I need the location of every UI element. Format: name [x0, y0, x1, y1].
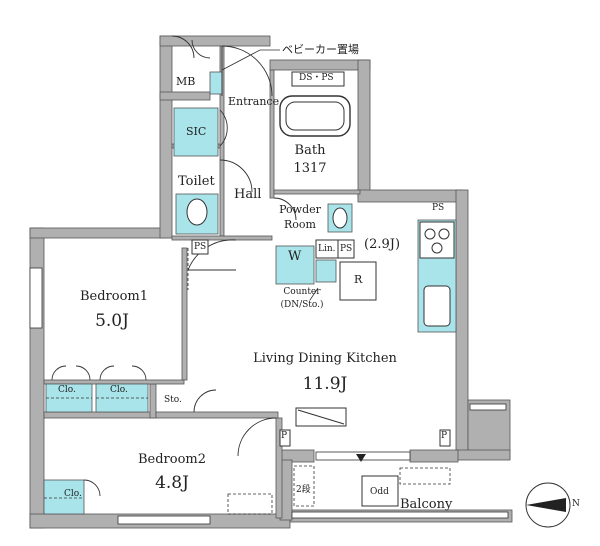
dashed-lines: [44, 248, 451, 515]
pipe-right-label: P: [441, 431, 448, 441]
outdoor-unit: [361, 475, 399, 507]
bathtub: [279, 95, 351, 137]
powder-basin: [332, 207, 348, 229]
north-compass-icon: [525, 482, 571, 528]
bedroom1-size-label: 5.0J: [95, 311, 129, 331]
entry-marker: [356, 454, 366, 462]
pipe-left-label: P: [281, 431, 288, 441]
ps-top-right-label: PS: [432, 203, 445, 213]
pipe-box-left: [279, 429, 291, 447]
nidan-label: 2段: [296, 485, 311, 495]
mb-label: MB: [176, 75, 196, 88]
bath-size-label: 1317: [293, 161, 327, 176]
north-label: N: [572, 499, 580, 509]
balcony-label: Balcony: [400, 497, 453, 512]
bath-label: Bath: [294, 143, 326, 158]
ds-ps-box: [291, 71, 345, 87]
outdoor-unit-label: Odd: [370, 487, 389, 497]
ldk-size-label: 11.9J: [302, 374, 348, 394]
stroller-storage-label: ベビーカー置場: [282, 43, 359, 56]
ps-hall-label: PS: [194, 242, 207, 252]
counter-label-2: (DN/Sto.): [280, 300, 324, 310]
bedroom1-label: Bedroom1: [79, 289, 149, 304]
hall-label: Hall: [234, 187, 262, 202]
toilet-label: Toilet: [178, 174, 215, 189]
refrigerator-label: R: [354, 273, 363, 286]
ps-lin-label: PS: [340, 244, 353, 254]
pipe-box-right: [439, 429, 451, 447]
lin-label: Lin.: [318, 244, 336, 254]
closet3-label: Clo.: [64, 489, 82, 499]
stove: [419, 221, 455, 259]
ds-ps-label: DS・PS: [299, 73, 334, 83]
ps-box-hall: [191, 239, 209, 255]
ldk-label: Living Dining Kitchen: [253, 351, 397, 366]
powder-room-label-1: Powder: [279, 203, 321, 216]
toilet-bowl: [186, 198, 208, 226]
stroller-leader: [221, 49, 280, 71]
refrigerator-box: [339, 261, 377, 301]
walls: [29, 35, 513, 529]
bedroom2-size-label: 4.8J: [155, 473, 189, 493]
entrance-label: Entrance: [228, 95, 280, 108]
kitchen-sink: [423, 285, 451, 327]
storage-label: Sto.: [164, 395, 182, 405]
closet1-label: Clo.: [58, 385, 76, 395]
powder-room-label-2: Room: [284, 218, 316, 231]
lin-box: [315, 239, 339, 259]
sic-label: SIC: [186, 125, 207, 138]
kitchen-area-label: (2.9J): [364, 237, 401, 252]
bedroom2-label: Bedroom2: [137, 452, 207, 467]
closet2-label: Clo.: [110, 385, 128, 395]
counter-label-1: Counter: [283, 287, 321, 297]
washer-label: W: [288, 249, 302, 264]
